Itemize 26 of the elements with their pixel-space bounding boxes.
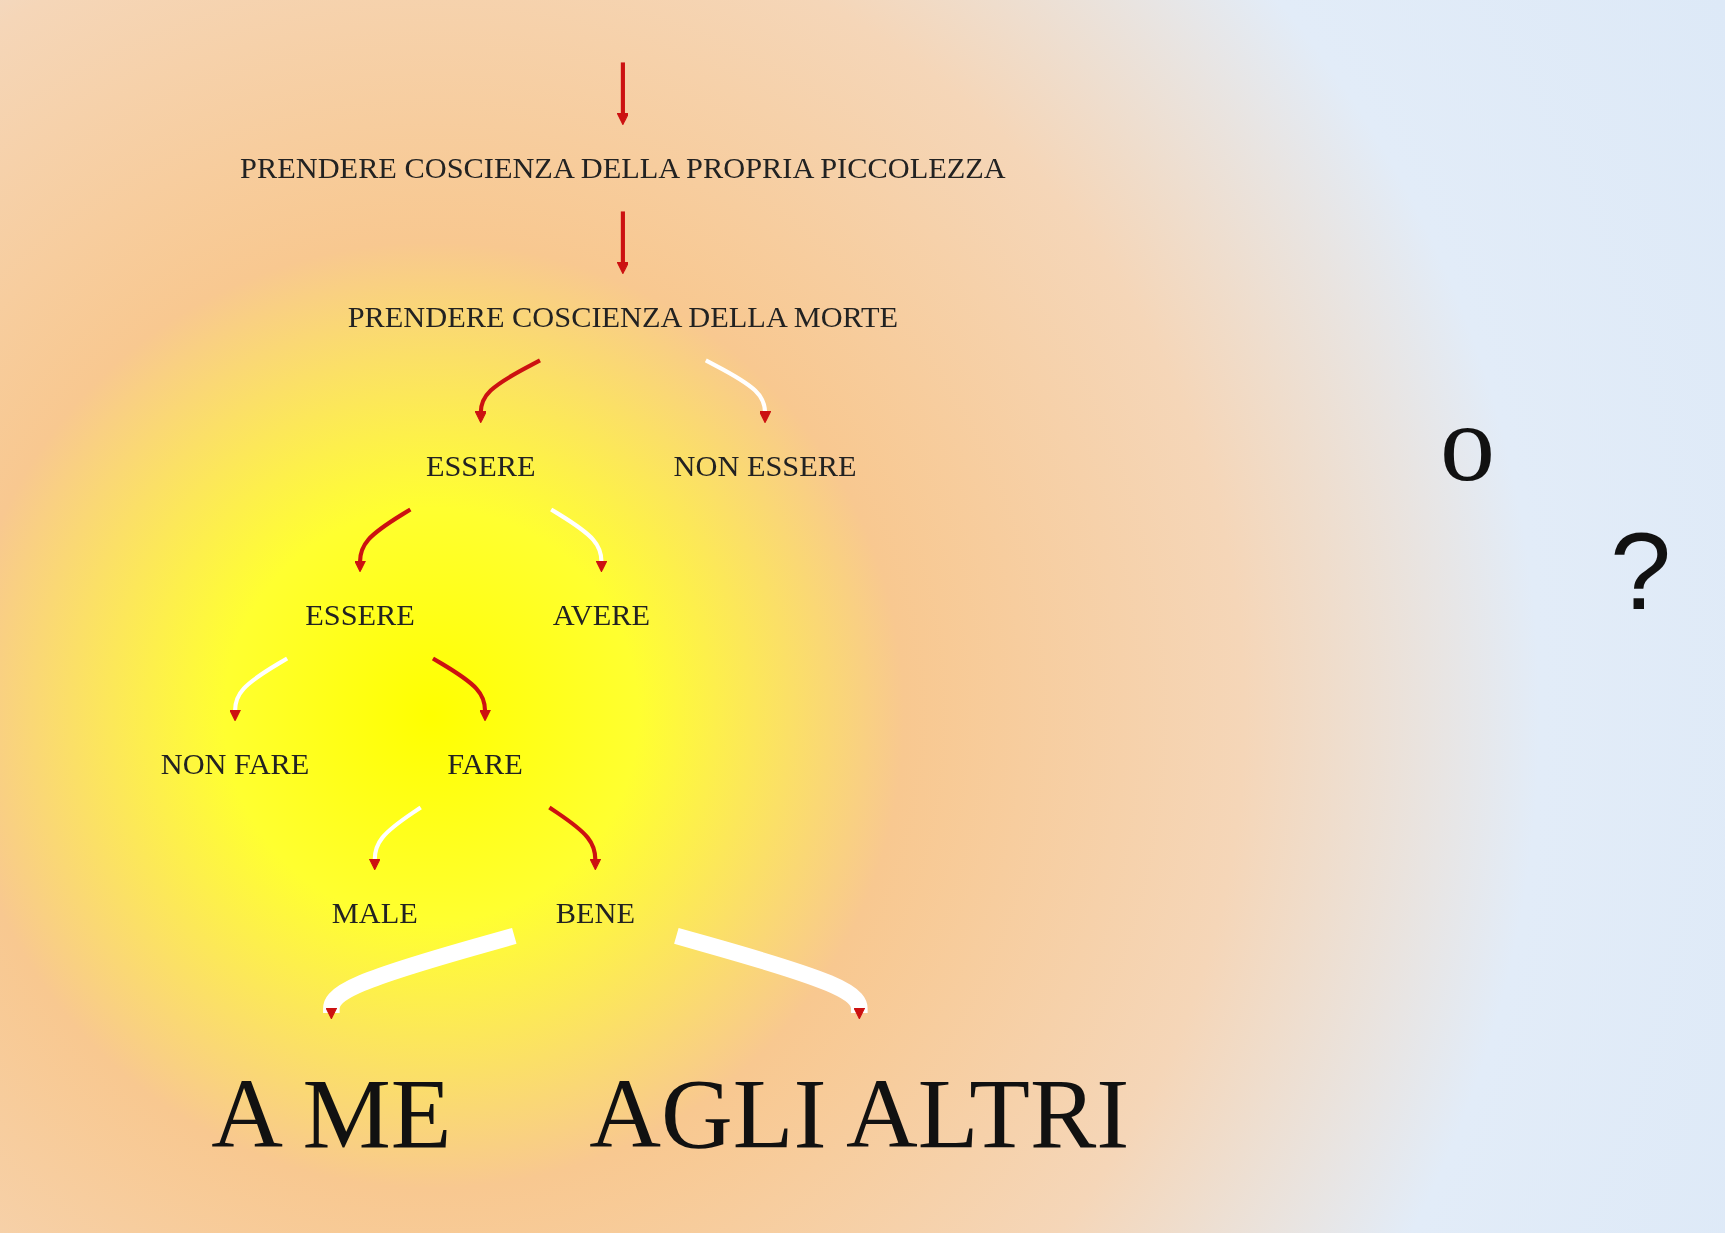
arrow	[323, 927, 517, 1020]
node-text: ESSERE	[305, 597, 415, 633]
node-text: PRENDERE COSCIENZA DELLA PROPRIA PICCOLEZZA	[240, 150, 1006, 186]
node-text: MALE	[331, 895, 418, 931]
arrow	[229, 656, 289, 722]
arrow	[548, 805, 602, 871]
arrow	[354, 507, 412, 573]
node-text: AVERE	[552, 597, 651, 633]
node-text: AGLI ALTRI	[589, 1058, 1130, 1169]
question-mark: ?	[1609, 508, 1673, 634]
conjunction-label: o	[1439, 381, 1496, 506]
node-text: FARE	[447, 746, 523, 782]
arrow	[616, 211, 629, 275]
arrow	[550, 507, 608, 573]
node-text: NON FARE	[160, 746, 310, 782]
arrow	[616, 62, 629, 126]
node-text: A ME	[211, 1058, 452, 1169]
node-text: NON ESSERE	[673, 448, 857, 484]
node-text: PRENDERE COSCIENZA DELLA MORTE	[347, 299, 899, 335]
arrow	[474, 358, 541, 424]
arrow	[431, 656, 492, 722]
node-text: ESSERE	[425, 448, 536, 484]
arrow	[674, 927, 868, 1020]
arrow	[368, 805, 422, 871]
node-text: BENE	[555, 895, 635, 931]
arrow	[704, 358, 772, 424]
